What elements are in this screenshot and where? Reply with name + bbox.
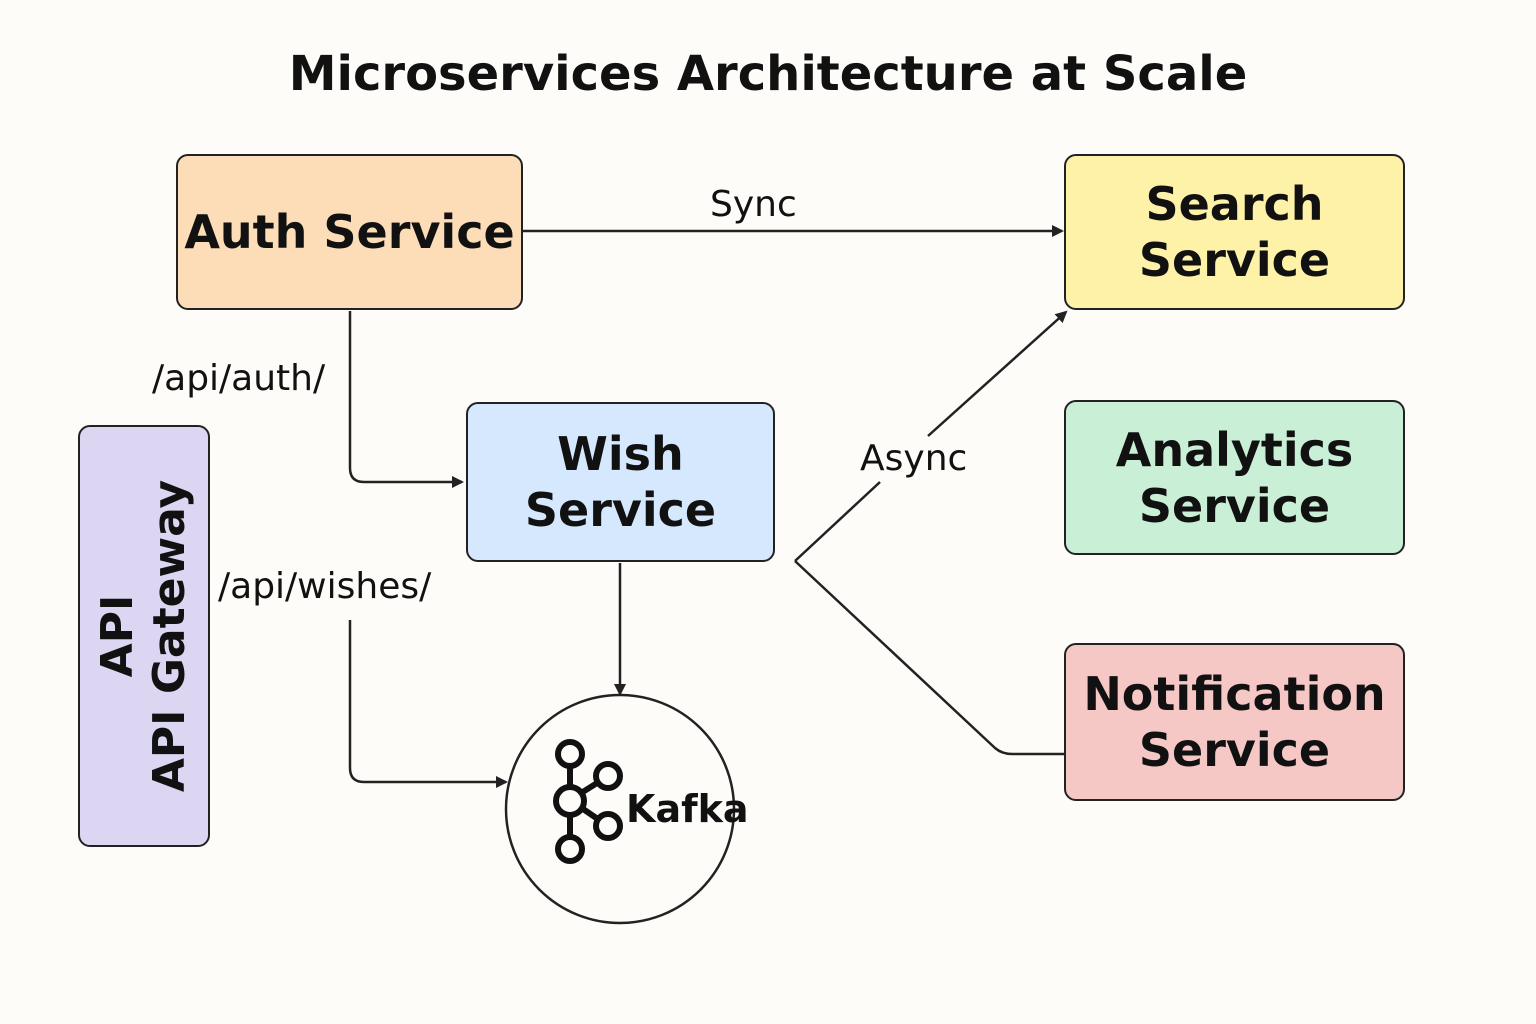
wishes-route-label: /api/wishes/	[218, 566, 432, 607]
kafka-label: Kafka	[626, 787, 749, 831]
notification-service-label: Notification Service	[1083, 667, 1386, 777]
wish-service-label: Wish Service	[524, 427, 717, 537]
analytics-service-node: Analytics Service	[1064, 400, 1405, 555]
edge-async-to-notification	[794, 560, 1064, 756]
api-gateway-label: API API Gateway	[92, 480, 196, 792]
search-service-label: Search Service	[1138, 177, 1331, 287]
edge-async-to-search	[794, 481, 881, 562]
search-service-node: Search Service	[1064, 154, 1405, 310]
edge-auth-to-wish	[348, 311, 464, 488]
kafka-icon	[553, 739, 623, 864]
wish-service-node: Wish Service	[466, 402, 775, 562]
edge-async-to-search-upper	[927, 310, 1068, 437]
auth-service-label: Auth Service	[184, 205, 515, 259]
auth-route-label: /api/auth/	[152, 358, 326, 399]
analytics-service-label: Analytics Service	[1115, 422, 1354, 533]
api-gateway-line2: API Gateway	[144, 479, 195, 793]
async-edge-label: Async	[860, 438, 968, 479]
notification-service-node: Notification Service	[1064, 643, 1405, 801]
edge-wishes-route-to-kafka	[348, 620, 508, 788]
auth-service-node: Auth Service	[176, 154, 523, 310]
page-title: Microservices Architecture at Scale	[288, 46, 1248, 102]
api-gateway-line1: API	[92, 594, 143, 678]
api-gateway-node: API API Gateway	[78, 425, 210, 847]
sync-edge-label: Sync	[710, 184, 797, 225]
